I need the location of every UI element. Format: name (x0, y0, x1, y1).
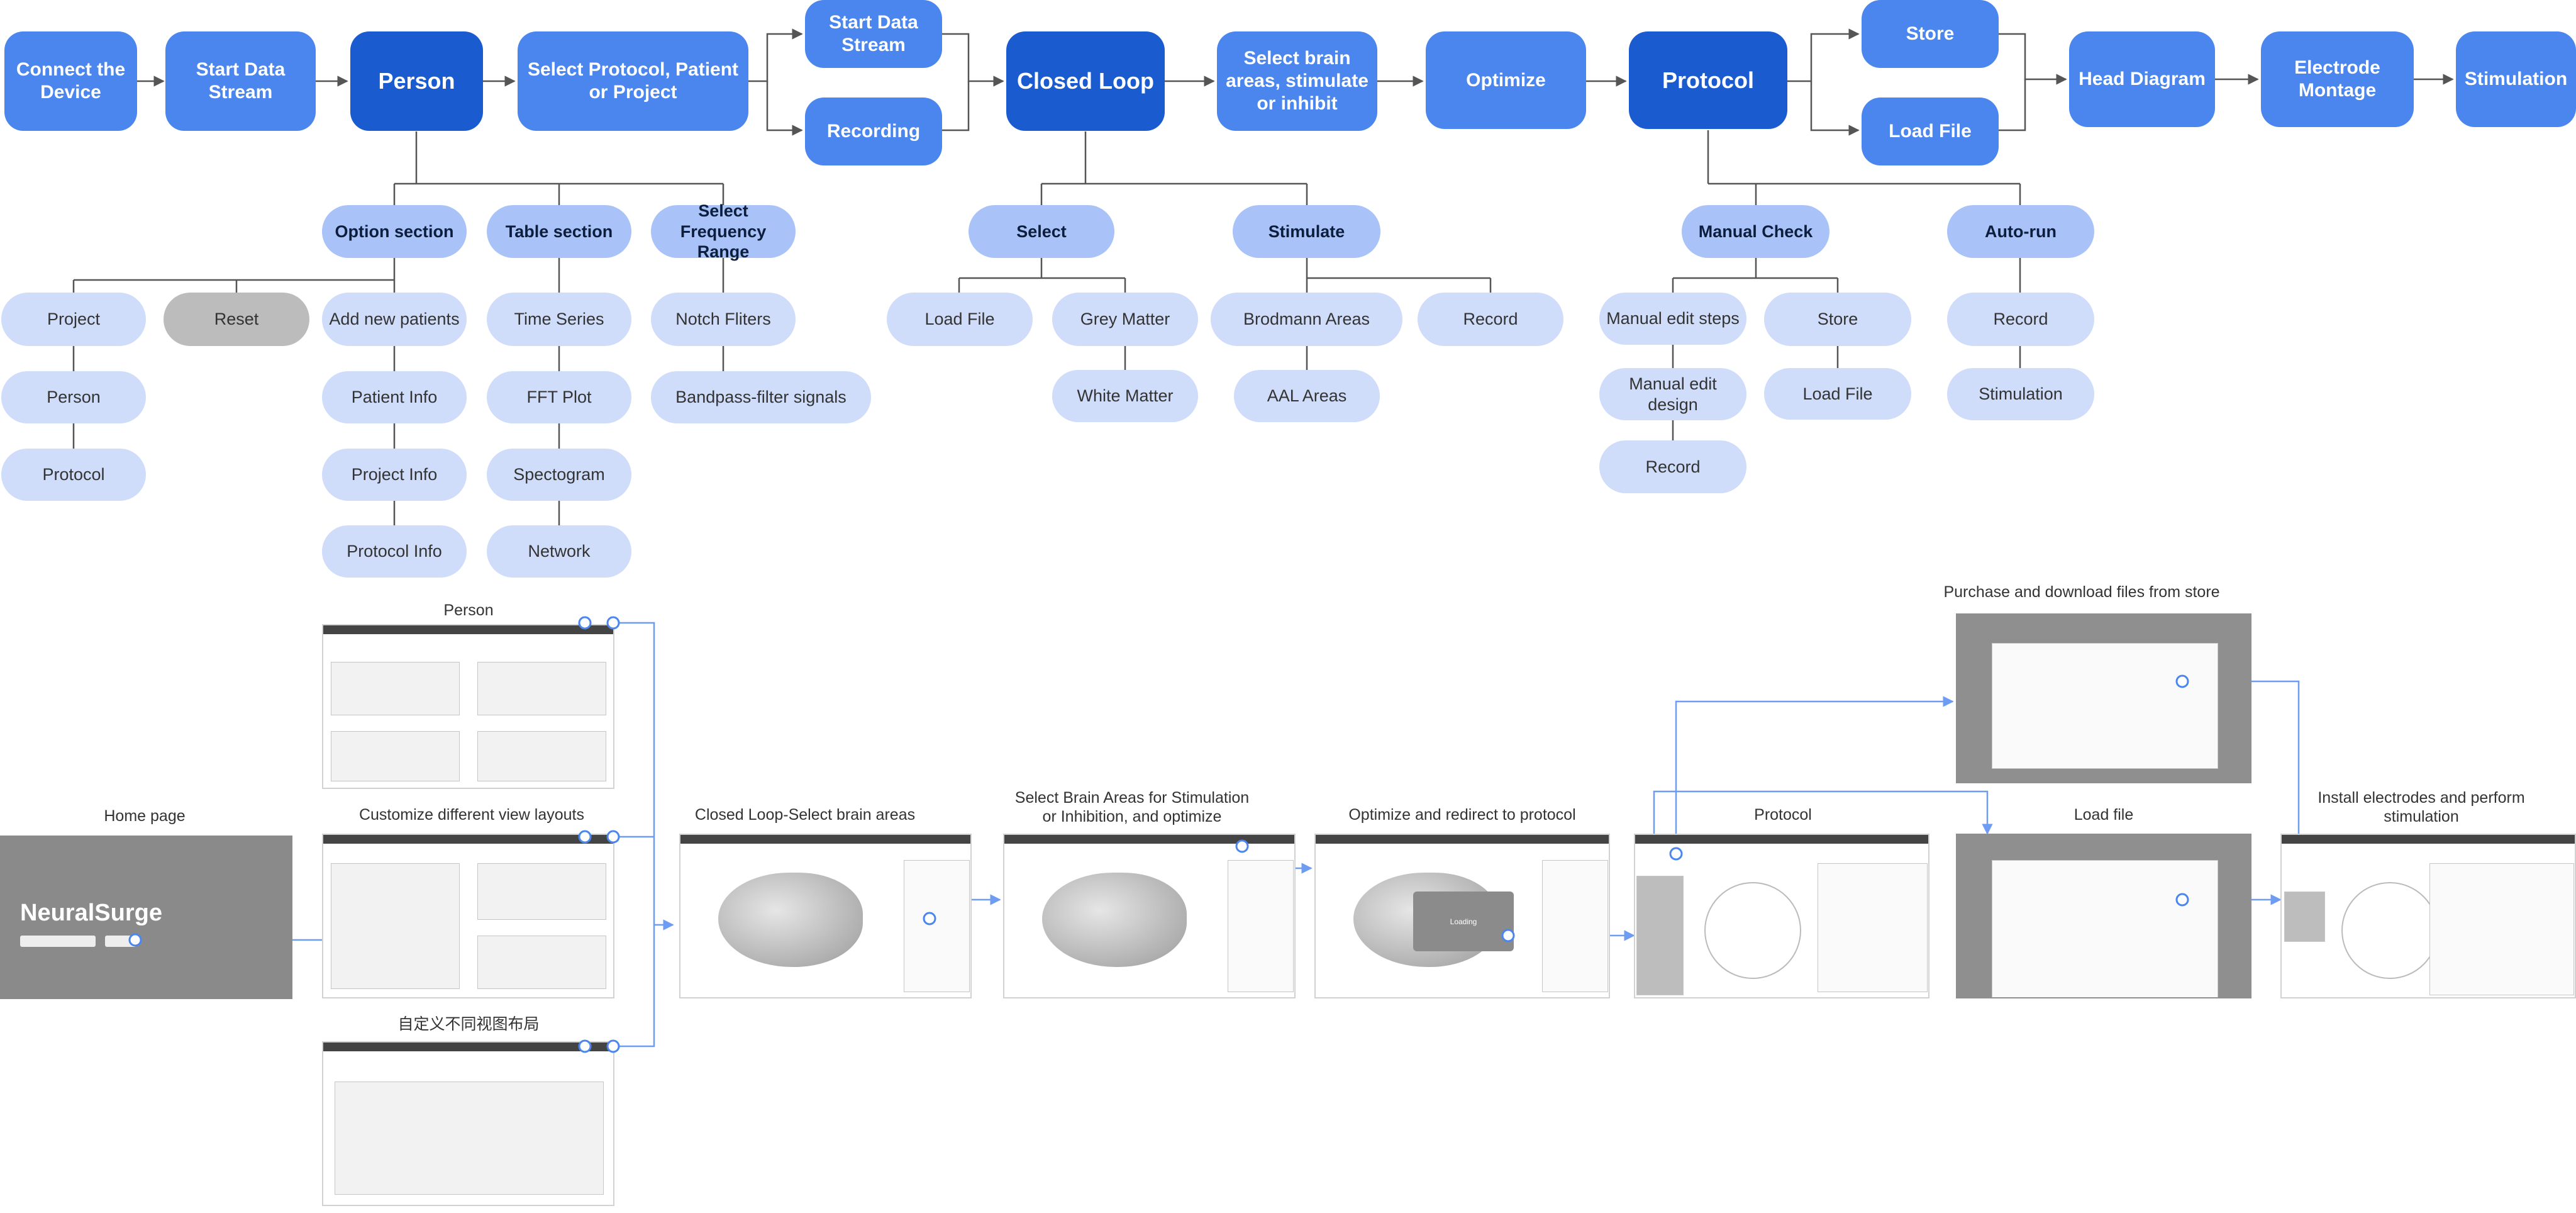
node-auto-stimulation: Stimulation (1947, 368, 2094, 420)
node-head-diagram: Head Diagram (2069, 31, 2215, 127)
node-reset: Reset (164, 293, 309, 346)
node-manual-edit-steps: Manual edit steps (1599, 293, 1746, 345)
brand-logo: NeuralSurge (20, 900, 162, 926)
node-person: Person (350, 31, 483, 131)
label-home-page: Home page (104, 807, 186, 825)
node-manual-edit-design: Manual edit design (1599, 368, 1746, 420)
node-auto-record: Record (1947, 293, 2094, 346)
node-pt-record: Record (1599, 440, 1746, 493)
node-brodmann-areas: Brodmann Areas (1211, 293, 1402, 346)
node-select-brain-areas: Select brain areas, stimulate or inhibit (1217, 31, 1377, 131)
label-optimize-redirect: Optimize and redirect to protocol (1348, 806, 1576, 824)
screen-optimize-redirect: Loading (1314, 834, 1610, 998)
brain-image-2 (1042, 873, 1187, 967)
head-diagram-circle (1704, 882, 1801, 979)
label-customize-layouts-cn: 自定义不同视图布局 (397, 1015, 540, 1033)
node-table-section: Table section (487, 205, 631, 258)
node-network: Network (487, 525, 631, 578)
node-pt-load-file: Load File (1764, 368, 1911, 420)
node-bandpass-filter: Bandpass-filter signals (651, 371, 871, 423)
screen-person (322, 624, 614, 789)
screen-store (1956, 613, 2251, 783)
node-person-leaf: Person (1, 371, 146, 423)
loading-dialog: Loading (1413, 892, 1514, 951)
node-start-data-stream-branch: Start Data Stream (805, 0, 942, 68)
node-aal-areas: AAL Areas (1234, 370, 1380, 422)
node-cl-record: Record (1418, 293, 1563, 346)
node-start-data-stream: Start Data Stream (165, 31, 316, 131)
screen-customize-layouts-cn (322, 1041, 614, 1206)
screen-select-brain-stim (1003, 834, 1296, 998)
label-closed-loop-select: Closed Loop-Select brain areas (694, 806, 916, 824)
node-closed-loop: Closed Loop (1006, 31, 1165, 131)
label-install-line2: stimulation (2384, 808, 2459, 825)
node-auto-run: Auto-run (1947, 205, 2094, 258)
label-select-brain-stim-line1: Select Brain Areas for Stimulation (1014, 789, 1250, 807)
head-diagram-circle-2 (2341, 882, 2438, 979)
node-manual-check: Manual Check (1682, 205, 1829, 258)
node-patient-info: Patient Info (322, 371, 467, 423)
node-project-info: Project Info (322, 449, 467, 501)
node-option-section: Option section (322, 205, 467, 258)
screen-home-page: NeuralSurge (0, 836, 292, 999)
node-optimize: Optimize (1426, 31, 1586, 129)
screen-customize-layouts (322, 834, 614, 998)
node-project: Project (1, 293, 146, 346)
node-select-protocol: Select Protocol, Patient or Project (518, 31, 748, 131)
node-stimulation: Stimulation (2456, 31, 2576, 127)
node-connect-device: Connect the Device (4, 31, 137, 131)
brain-image (718, 873, 863, 967)
screen-install-electrodes (2280, 834, 2576, 998)
node-cl-load-file: Load File (887, 293, 1033, 346)
label-install-line1: Install electrodes and perform (2318, 789, 2525, 807)
node-protocol: Protocol (1629, 31, 1787, 129)
node-select-frequency-range: Select Frequency Range (651, 201, 796, 261)
node-recording: Recording (805, 98, 942, 165)
screen-closed-loop-select (679, 834, 972, 998)
label-select-brain-stim: Select Brain Areas for Stimulation or In… (997, 788, 1267, 826)
node-add-new-patients: Add new patients (322, 293, 467, 346)
label-install-electrodes: Install electrodes and perform stimulati… (2277, 788, 2566, 826)
screen-protocol (1634, 834, 1929, 998)
label-select-brain-stim-line2: or Inhibition, and optimize (1042, 808, 1222, 825)
node-pt-store: Store (1764, 293, 1911, 346)
loading-text: Loading (1450, 917, 1477, 926)
node-fft-plot: FFT Plot (487, 371, 631, 423)
node-white-matter: White Matter (1052, 370, 1198, 422)
label-person-screen: Person (443, 601, 494, 619)
label-purchase-store: Purchase and download files from store (1943, 583, 2220, 601)
node-store: Store (1862, 0, 1999, 68)
node-electrode-montage: Electrode Montage (2261, 31, 2414, 127)
node-grey-matter: Grey Matter (1052, 293, 1198, 346)
node-notch-filters: Notch Fliters (651, 293, 796, 346)
home-start-button (105, 936, 136, 947)
node-spectogram: Spectogram (487, 449, 631, 501)
node-stimulate: Stimulate (1233, 205, 1380, 258)
node-time-series: Time Series (487, 293, 631, 346)
label-load-file-screen: Load file (2074, 806, 2134, 824)
node-protocol-info: Protocol Info (322, 525, 467, 578)
node-select: Select (969, 205, 1114, 258)
node-protocol-leaf: Protocol (1, 449, 146, 501)
node-load-file: Load File (1862, 98, 1999, 165)
screen-load-file (1956, 834, 2251, 998)
label-protocol-screen: Protocol (1754, 806, 1812, 824)
label-customize-layouts: Customize different view layouts (358, 806, 585, 824)
home-device-select (20, 936, 96, 947)
